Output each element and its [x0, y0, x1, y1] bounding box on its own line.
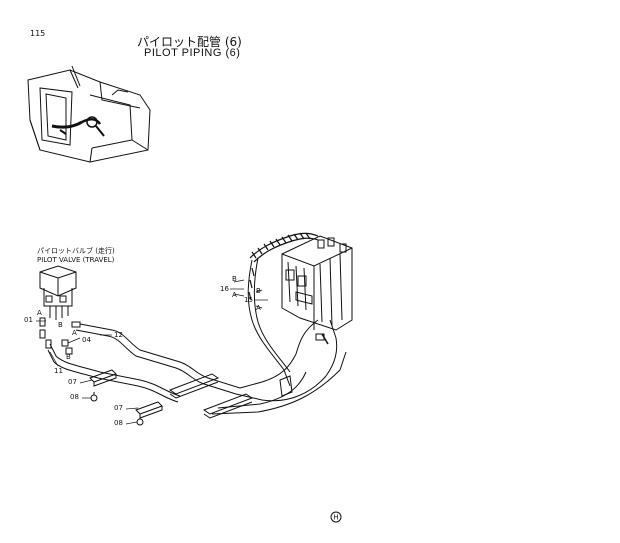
callout-07-lower: 07	[114, 404, 123, 412]
callout-01: 01	[24, 316, 33, 324]
excavator-overview-sketch	[27, 65, 151, 163]
port-label-b-3: B	[58, 321, 63, 329]
clamp-lower-right	[135, 401, 163, 426]
pilot-valve-travel	[39, 265, 77, 320]
spiral-guard	[248, 232, 319, 301]
callout-16: 16	[220, 285, 229, 293]
valve-label-japanese: パイロットバルブ (走行)	[37, 247, 115, 255]
callout-07-upper: 07	[68, 378, 77, 386]
manufacturer-logo: H	[330, 508, 342, 523]
port-label-a-4: A	[256, 304, 261, 312]
callout-08-upper: 08	[70, 393, 79, 401]
port-label-a-1: A	[37, 309, 42, 317]
callout-12: 12	[114, 331, 123, 339]
callout-15: 15	[244, 296, 253, 304]
port-label-a-2: A	[72, 329, 77, 337]
title-english: PILOT PIPING (6)	[144, 47, 241, 59]
title-japanese: パイロット配管 (6)	[137, 35, 242, 49]
callout-04: 04	[82, 336, 91, 344]
port-label-b-2: B	[256, 287, 261, 295]
leader-lines	[36, 279, 268, 425]
valve-label-english: PILOT VALVE (TRAVEL)	[37, 256, 115, 264]
logo-letter: H	[333, 514, 338, 522]
control-valve	[281, 235, 353, 345]
port-label-a-3: A	[232, 291, 237, 299]
callout-08-lower: 08	[114, 419, 123, 427]
pilot-hoses	[47, 257, 347, 415]
page-number: 115	[30, 29, 46, 38]
brackets	[168, 373, 293, 419]
port-label-b-1: B	[232, 275, 237, 283]
port-label-b-4: B	[66, 353, 71, 361]
callout-11: 11	[54, 367, 63, 375]
